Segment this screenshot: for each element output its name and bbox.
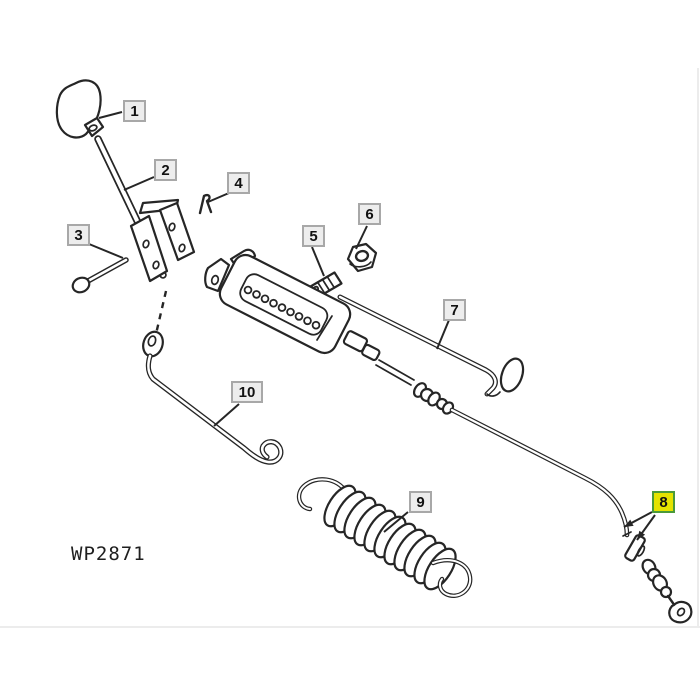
cable-drawing [375,359,632,538]
leader-line-9 [383,511,409,533]
leader-line-7 [436,319,450,350]
pin-drawing [198,193,213,215]
leader-line-1 [98,111,123,119]
callout-5[interactable]: 5 [302,225,325,247]
callout-3[interactable]: 3 [67,224,90,246]
bracket-drawing [129,198,196,335]
bolt-drawing [71,257,129,294]
leader-line-4 [207,192,230,203]
leader-line-8 [636,514,656,541]
cable-end-drawing [624,534,693,624]
callout-6[interactable]: 6 [358,203,381,225]
callout-10[interactable]: 10 [231,381,263,403]
frame-right-line [697,68,699,628]
callout-7[interactable]: 7 [443,299,466,321]
frame-bottom-line [0,626,700,628]
cable-housing-drawing [204,248,381,362]
callout-1[interactable]: 1 [123,100,146,122]
knob-drawing [55,79,105,139]
bent-rod-drawing [142,330,284,465]
leader-line-2 [123,176,155,191]
callout-8[interactable]: 8 [652,491,675,513]
nut-drawing [346,242,378,273]
leader-lines [88,111,656,541]
leader-line-5 [311,246,325,277]
spring-drawing [296,477,473,598]
leader-line-8 [623,511,653,528]
leader-line-10 [213,403,240,427]
rod-with-loop-drawing [337,294,525,397]
callout-2[interactable]: 2 [154,159,177,181]
callout-4[interactable]: 4 [227,172,250,194]
leader-line-3 [88,243,124,259]
diagram-code: WP2871 [71,543,146,565]
callout-9[interactable]: 9 [409,491,432,513]
leader-line-6 [355,225,368,250]
